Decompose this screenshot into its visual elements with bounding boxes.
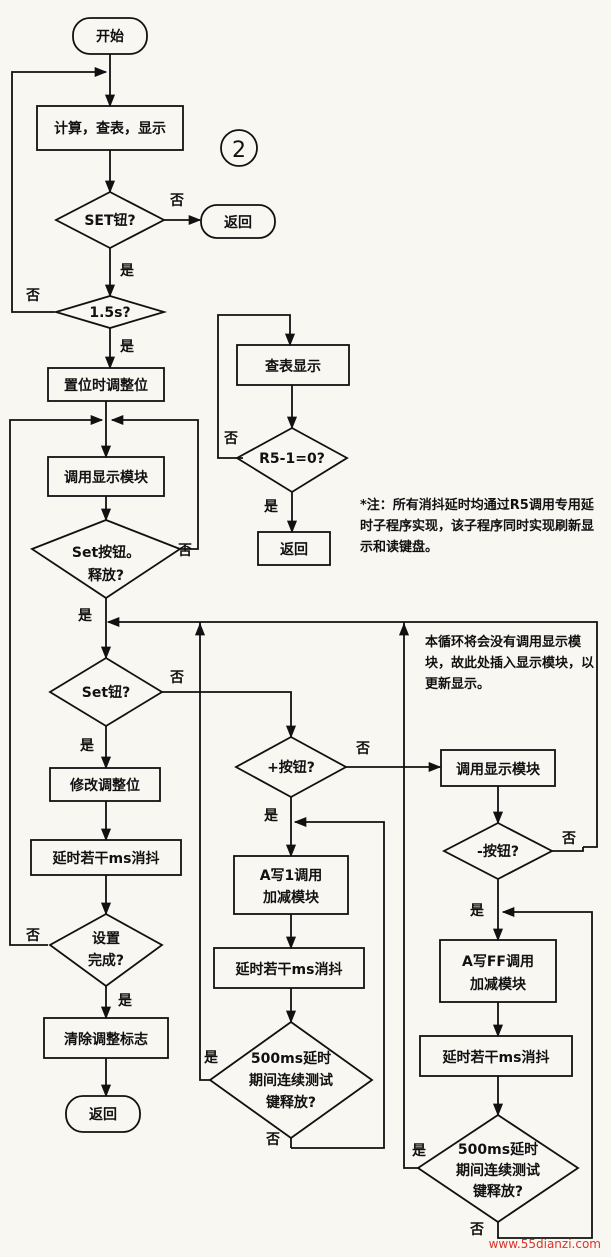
node-plus-btn: +按钮? <box>234 735 348 799</box>
svg-text:A写1调用: A写1调用 <box>260 868 323 884</box>
label-yes: 是 <box>204 1050 219 1066</box>
svg-text:500ms延时: 500ms延时 <box>251 1050 331 1067</box>
svg-text:开始: 开始 <box>96 28 124 45</box>
svg-text:查表显示: 查表显示 <box>265 358 321 375</box>
line-500ms-1-no-loop <box>291 816 385 1149</box>
node-set-pos: 置位时调整位 <box>47 367 165 402</box>
line-minus-no <box>552 847 584 852</box>
line-500ms-2-yes <box>403 622 420 1169</box>
label-yes: 是 <box>120 263 135 279</box>
node-500ms-1: 500ms延时 期间连续测试 键释放? <box>208 1020 374 1140</box>
svg-text:SET钮?: SET钮? <box>84 212 135 229</box>
label-yes: 是 <box>118 993 133 1009</box>
node-delay2: 延时若干ms消抖 <box>213 947 365 989</box>
node-calc: 计算，查表，显示 <box>36 105 184 151</box>
node-r5: R5-1=0? <box>235 426 349 494</box>
node-lookup-disp: 查表显示 <box>236 344 350 386</box>
label-yes: 是 <box>120 339 135 355</box>
line-500ms-2-no-loop <box>497 906 593 1239</box>
label-yes: 是 <box>470 903 485 919</box>
svg-text:Set按钮。: Set按钮。 <box>72 544 140 561</box>
svg-text:键释放?: 键释放? <box>472 1183 523 1200</box>
label-no: 否 <box>169 193 184 209</box>
svg-text:+按钮?: +按钮? <box>267 759 315 776</box>
svg-text:返回: 返回 <box>224 214 252 231</box>
svg-text:延时若干ms消抖: 延时若干ms消抖 <box>52 850 160 867</box>
line-500ms-1-yes <box>199 622 210 1081</box>
node-ret1: 返回 <box>200 204 276 239</box>
svg-text:返回: 返回 <box>89 1106 117 1123</box>
node-call-disp2: 调用显示模块 <box>440 749 556 787</box>
line-r5-no-loop <box>217 314 296 459</box>
line-setup-no-loop <box>9 414 104 946</box>
node-delay1: 延时若干ms消抖 <box>30 839 182 876</box>
svg-text:期间连续测试: 期间连续测试 <box>249 1072 333 1089</box>
label-yes: 是 <box>412 1143 427 1159</box>
svg-text:调用显示模块: 调用显示模块 <box>456 761 541 778</box>
line-setbtn2-no <box>162 691 297 739</box>
label-no: 否 <box>265 1132 280 1148</box>
watermark: www.55dianzi.com <box>488 1237 601 1251</box>
svg-text:调用显示模块: 调用显示模块 <box>64 469 149 486</box>
node-500ms-2: 500ms延时 期间连续测试 键释放? <box>416 1113 580 1224</box>
circled-number: 2 <box>220 129 258 167</box>
label-yes: 是 <box>78 608 93 624</box>
svg-text:返回: 返回 <box>280 541 308 558</box>
note-loop-display: 本循环将会没有调用显示模块，故此处插入显示模块，以更新显示。 <box>425 635 595 692</box>
node-modify: 修改调整位 <box>49 767 161 802</box>
svg-text:延时若干ms消抖: 延时若干ms消抖 <box>442 1049 550 1066</box>
node-delay3: 延时若干ms消抖 <box>419 1035 573 1077</box>
node-15s: 1.5s? <box>52 295 168 329</box>
svg-text:R5-1=0?: R5-1=0? <box>259 451 325 467</box>
node-start: 开始 <box>72 17 148 55</box>
node-setup-done: 设置 完成? <box>48 912 164 988</box>
svg-text:清除调整标志: 清除调整标志 <box>64 1031 148 1048</box>
svg-text:Set钮?: Set钮? <box>82 684 130 701</box>
node-ret2: 返回 <box>65 1095 141 1133</box>
label-yes: 是 <box>264 499 279 515</box>
node-ret3: 返回 <box>257 531 331 566</box>
note-debounce: *注：所有消抖延时均通过R5调用专用延时子程序实现，该子程序同时实现刷新显示和读… <box>360 498 595 555</box>
label-no: 否 <box>25 928 40 944</box>
svg-text:设置: 设置 <box>92 930 120 947</box>
svg-text:释放?: 释放? <box>88 567 124 584</box>
label-no: 否 <box>223 431 238 447</box>
node-aff: A写FF调用 加减模块 <box>439 939 557 1003</box>
svg-text:2: 2 <box>232 138 246 163</box>
node-set-release: Set按钮。 释放? <box>30 519 182 600</box>
svg-text:期间连续测试: 期间连续测试 <box>456 1162 540 1179</box>
line-release-no-loop <box>110 414 199 550</box>
svg-text:置位时调整位: 置位时调整位 <box>64 377 148 394</box>
label-no: 否 <box>561 831 576 847</box>
label-no: 否 <box>469 1222 484 1238</box>
node-clear-flag: 清除调整标志 <box>43 1017 169 1059</box>
svg-text:500ms延时: 500ms延时 <box>458 1141 538 1158</box>
node-a1: A写1调用 加减模块 <box>233 855 349 915</box>
svg-text:完成?: 完成? <box>88 952 124 969</box>
svg-text:加减模块: 加减模块 <box>469 976 527 993</box>
line-minus-no-loop <box>106 616 598 848</box>
svg-text:延时若干ms消抖: 延时若干ms消抖 <box>235 961 343 978</box>
svg-text:计算，查表，显示: 计算，查表，显示 <box>54 120 166 137</box>
svg-text:修改调整位: 修改调整位 <box>69 777 140 794</box>
label-yes: 是 <box>264 808 279 824</box>
label-no: 否 <box>355 741 370 757</box>
svg-text:A写FF调用: A写FF调用 <box>462 954 534 970</box>
line-15s-no-loop <box>11 66 108 313</box>
label-no: 否 <box>177 543 192 559</box>
svg-text:加减模块: 加减模块 <box>262 889 320 906</box>
node-set-btn2: Set钮? <box>48 656 164 728</box>
svg-text:键释放?: 键释放? <box>265 1094 316 1111</box>
node-set-btn: SET钮? <box>54 190 166 250</box>
label-no: 否 <box>169 670 184 686</box>
label-yes: 是 <box>80 738 95 754</box>
svg-text:-按钮?: -按钮? <box>477 843 519 860</box>
node-call-disp: 调用显示模块 <box>47 456 165 497</box>
svg-text:1.5s?: 1.5s? <box>89 305 130 321</box>
node-minus-btn: -按钮? <box>442 821 554 881</box>
label-no: 否 <box>25 288 40 304</box>
